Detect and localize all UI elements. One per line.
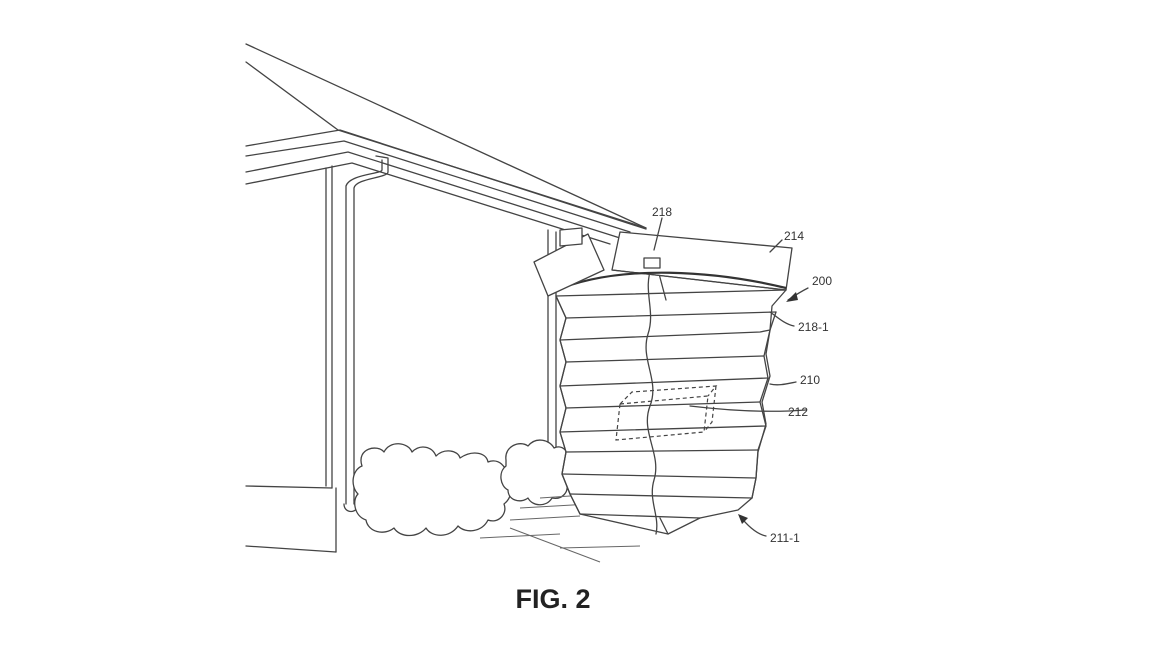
label-214: 214 [784,229,804,243]
shrubs [352,439,574,537]
leader-lines [653,217,809,537]
label-211-1: 211-1 [770,531,800,545]
internal-device [615,385,718,441]
ground-lines [479,493,641,563]
figure-caption: FIG. 2 [515,584,590,614]
reference-labels: 218 214 200 218-1 210 212 211-1 [652,205,832,545]
label-212: 212 [788,405,808,419]
label-210: 210 [800,373,820,387]
bellows-bag [555,289,787,535]
top-frame [533,227,793,297]
label-200: 200 [812,274,832,288]
gutter [245,129,647,245]
label-218-1: 218-1 [798,320,829,334]
house-wall [245,165,557,553]
label-218: 218 [652,205,672,219]
